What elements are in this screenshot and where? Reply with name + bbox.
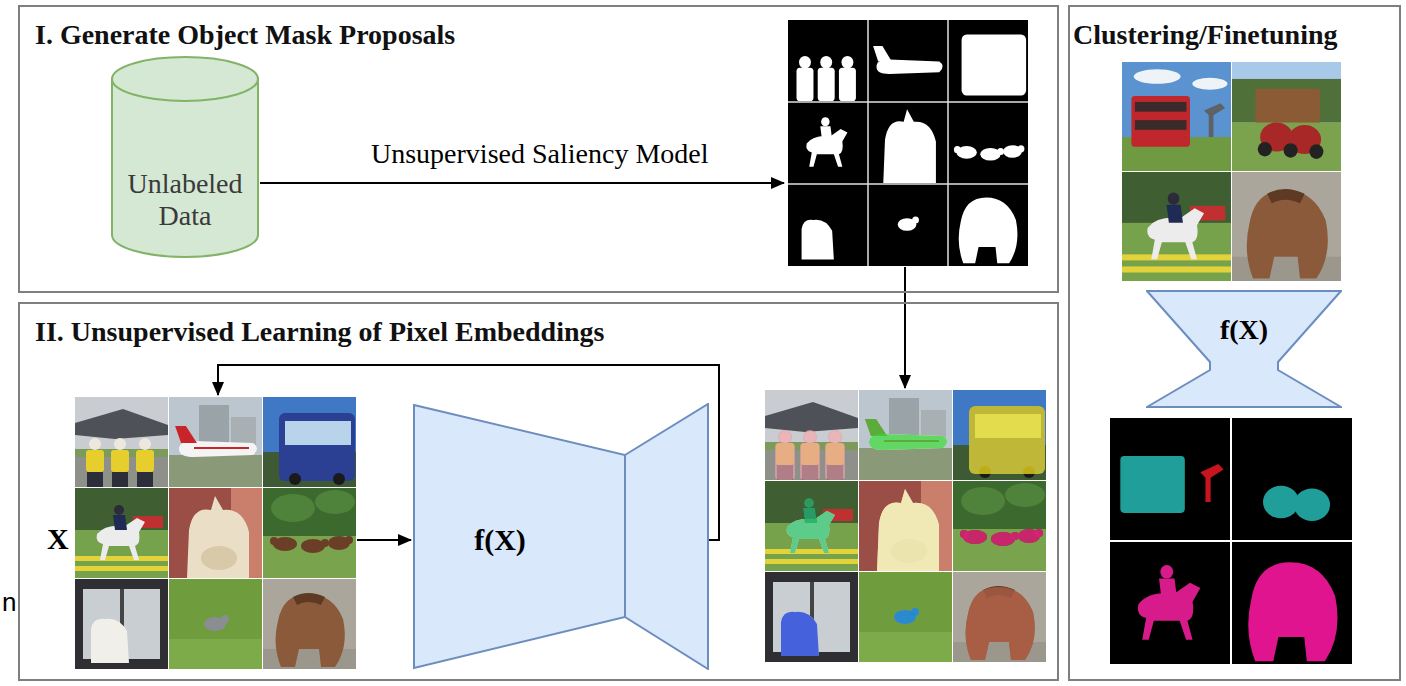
input-image-grid-part (75, 397, 168, 487)
finetune-input-grid (1122, 62, 1341, 281)
segmentation-output-grid (1110, 418, 1352, 664)
outline-part (112, 57, 258, 101)
embedding-output-grid-part-part (765, 390, 858, 480)
node-label: f(X) (1220, 314, 1268, 346)
node-label: f(X) (474, 523, 526, 558)
embedding-output-grid-part-part (969, 406, 1045, 474)
segmentation-output-grid-part (1110, 418, 1352, 664)
outline-part (625, 404, 708, 669)
embedding-output-grid-part (953, 572, 1046, 662)
input-image-grid-part (169, 579, 262, 669)
outline-part (414, 405, 625, 668)
panel-title: II. Unsupervised Learning of Pixel Embed… (35, 316, 604, 348)
input-image-grid-part (75, 579, 168, 669)
input-image-grid-part (169, 397, 262, 487)
embedding-output-grid-part-part (859, 572, 952, 662)
stage-panel: Clustering/Finetuning f(X) (1068, 5, 1401, 681)
mask-proposal-grid-part-part (954, 145, 1024, 160)
input-symbol: X (47, 522, 69, 557)
input-image-grid-part (263, 579, 356, 669)
finetune-input-grid-part (1122, 62, 1231, 171)
outline-part (1147, 291, 1341, 407)
segmentation-output-grid-part (1120, 456, 1223, 513)
input-image-grid-part (169, 488, 262, 578)
mask-proposal-grid-part-part (962, 34, 1027, 95)
flow-arrows-part (904, 267, 906, 388)
flow-arrows-part (357, 539, 411, 541)
finetune-input-grid-part (1232, 172, 1341, 281)
mask-proposal-grid-part (788, 20, 1028, 266)
finetune-input-grid-part (1122, 172, 1231, 281)
node-label: Unlabeled Data (119, 168, 251, 232)
segmentation-output-grid-part-part (1120, 456, 1185, 513)
finetune-input-grid-part (1232, 62, 1341, 171)
segmentation-output-grid-part-part (1248, 562, 1337, 661)
embedding-output-grid-part-part (953, 390, 1046, 480)
embedding-output-grid-part (859, 572, 952, 662)
embedding-output-grid-part (859, 481, 952, 571)
node-outline (413, 403, 709, 670)
input-image-grid-part (263, 488, 356, 578)
encoder-decoder: f(X) (413, 403, 709, 670)
embedding-output-grid-part-part (894, 608, 919, 624)
segmentation-output-grid-part-part (1263, 486, 1330, 521)
mask-proposal-grid-part-part (802, 220, 834, 260)
mask-proposal-grid-part-part (873, 46, 943, 74)
mask-proposal-grid-part-part (796, 56, 855, 101)
embedding-output-grid-part (765, 481, 858, 571)
embedding-output-grid-part (953, 481, 1046, 571)
embedding-output-grid-part (953, 390, 1046, 480)
embedding-output-grid-part-part (877, 489, 939, 571)
embedding-output-grid-part-part (966, 587, 1035, 660)
embedding-output-grid-part-part (859, 481, 952, 571)
flow-arrows-part (260, 182, 784, 184)
embedding-output-grid-part (765, 572, 858, 662)
outline-part (112, 79, 258, 257)
embedding-output-grid-part-part (953, 481, 1046, 571)
mask-proposal-grid-part (788, 20, 1028, 266)
mask-proposal-grid (788, 20, 1028, 266)
mask-proposal-grid-part-part (806, 117, 847, 167)
mask-proposal-grid-part-part (898, 216, 919, 230)
panel-title: Clustering/Finetuning (1073, 19, 1337, 51)
embedding-output-grid-part-part (765, 572, 858, 662)
mask-proposal-grid-part (796, 34, 1026, 263)
mask-proposal-grid-part-part (883, 109, 936, 183)
input-image-grid-part (263, 397, 356, 487)
node-outline (1146, 290, 1342, 408)
segmentation-output-grid-part (1248, 562, 1337, 661)
embedding-output-grid-part-part (775, 430, 845, 480)
stage-panel: II. Unsupervised Learning of Pixel Embed… (18, 302, 1059, 681)
segmentation-output-grid-part-part (1200, 464, 1223, 502)
mask-proposal-grid-part-part (959, 198, 1018, 264)
input-image-grid (75, 397, 356, 669)
embedding-output-grid-part-part (781, 612, 819, 656)
segmentation-output-grid-part-part (1138, 565, 1200, 640)
embedding-output-grid-part (859, 390, 952, 480)
embedding-output-grid-part-part (953, 572, 1046, 662)
embedding-output-grid-part (765, 390, 858, 480)
embedding-output-grid (765, 390, 1046, 662)
embedding-output-grid-part-part (765, 481, 858, 571)
embedding-output-grid-part-part (960, 529, 1043, 546)
embedding-output-grid-part-part (865, 419, 947, 450)
segmentation-output-grid-part (1110, 418, 1352, 664)
data-cylinder: Unlabeled Data (110, 55, 260, 259)
arrow-label: Unsupervised Saliency Model (371, 138, 709, 170)
input-image-grid-part (75, 488, 168, 578)
segmentation-output-grid-part (1263, 486, 1330, 521)
panel-title: I. Generate Object Mask Proposals (35, 19, 455, 51)
network-shape: f(X) (1146, 290, 1342, 408)
segmentation-output-grid-part (1138, 565, 1200, 640)
embedding-output-grid-part-part (859, 390, 952, 480)
embedding-output-grid-part-part (787, 498, 835, 553)
cropped-letter: n (2, 588, 16, 618)
